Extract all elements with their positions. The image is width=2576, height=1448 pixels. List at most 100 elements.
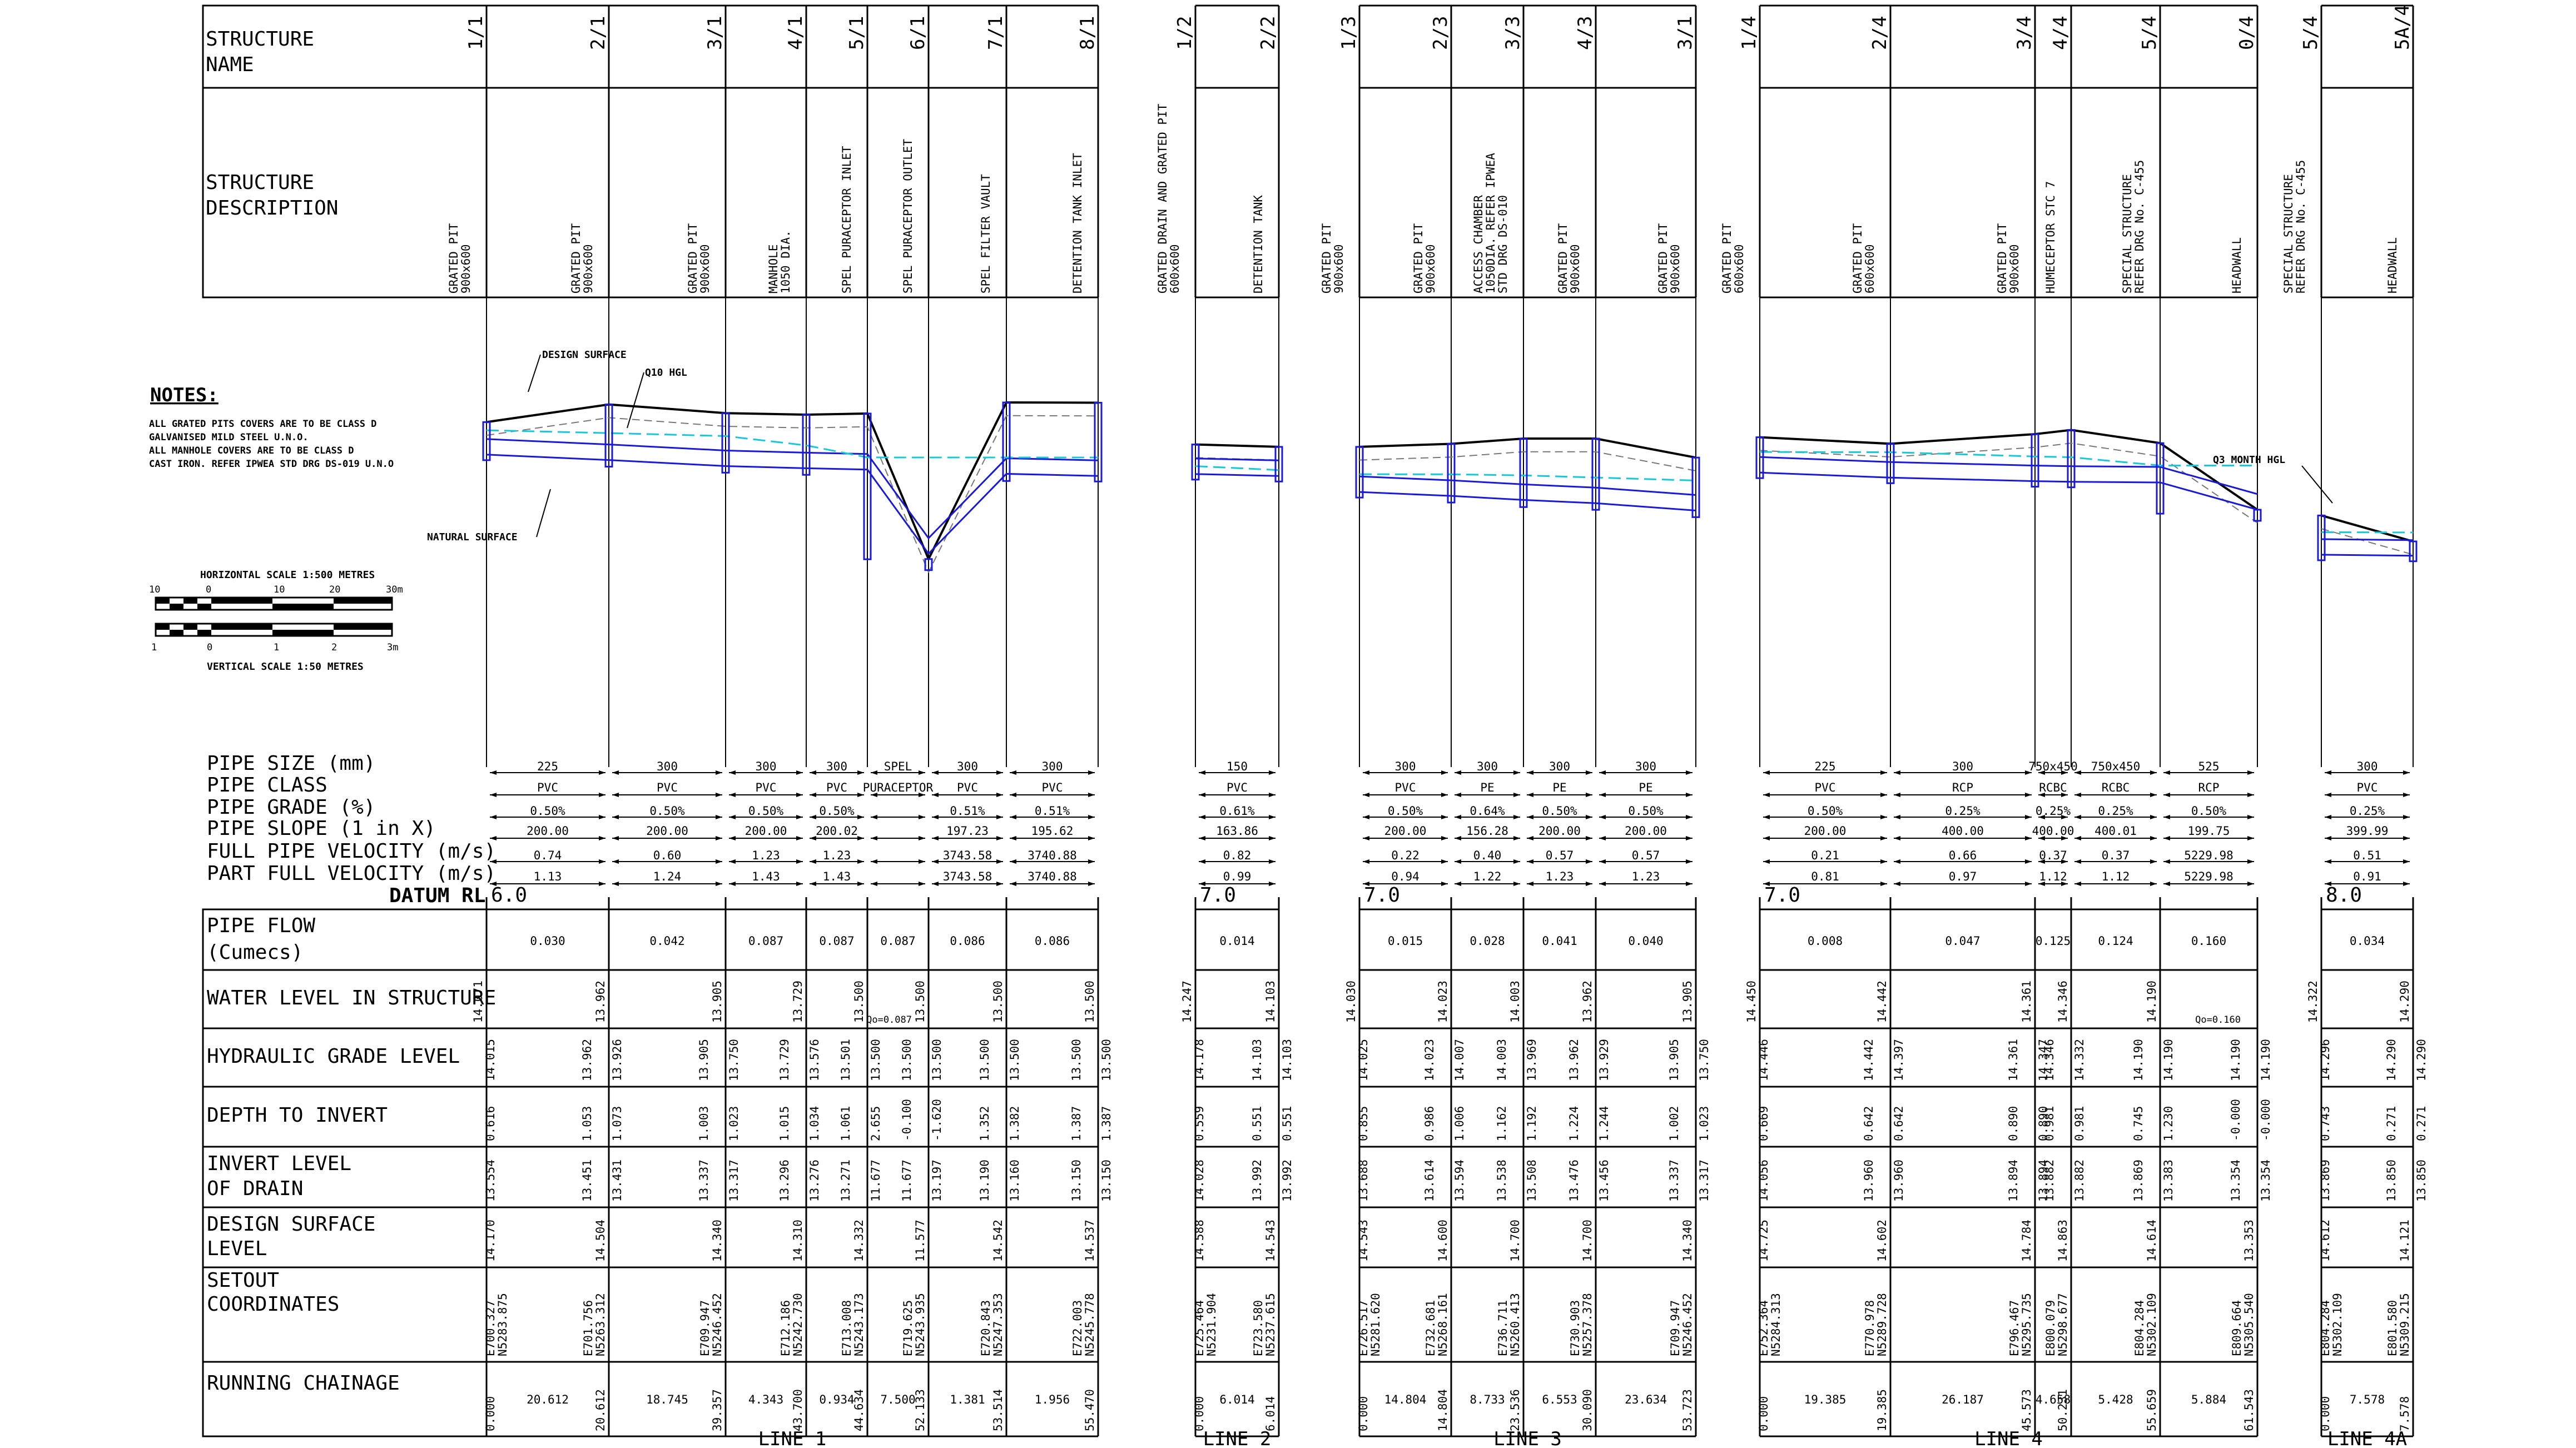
depth-value: 0.642 — [1862, 1106, 1875, 1141]
structure-description: DETENTION TANK INLET — [1071, 153, 1084, 293]
part-velocity-value: 1.24 — [653, 870, 682, 883]
pipe-length-value: 5.428 — [2098, 1393, 2133, 1406]
pipe-flow-value: 0.086 — [1035, 934, 1070, 948]
structure-description: 900x600 — [1424, 244, 1437, 293]
hgl-value: 14.347 — [2037, 1039, 2050, 1081]
design-surface-value: 14.340 — [711, 1220, 724, 1262]
invert-value: 13.850 — [2415, 1160, 2428, 1202]
structure-body — [1355, 446, 1364, 499]
setout-value: E736.711 — [1496, 1300, 1510, 1356]
design-surface-line — [1759, 429, 2259, 511]
invert-value: 13.688 — [1357, 1160, 1370, 1202]
invert-value: 13.508 — [1525, 1160, 1538, 1202]
invert-value: 13.317 — [727, 1160, 741, 1202]
pipe-slope-value: 199.75 — [2188, 824, 2230, 838]
setout-value: E732.681 — [1424, 1300, 1437, 1356]
part-velocity-value: 1.12 — [2102, 870, 2130, 883]
pipe-flow-value: 0.042 — [649, 934, 684, 948]
pipe-class-value: RCP — [2198, 781, 2220, 794]
pipe-length-value: 14.804 — [1384, 1393, 1427, 1406]
scale-tick: 1 — [151, 642, 157, 653]
pipe-size-value: 300 — [1635, 760, 1656, 773]
structure-name: 5/1 — [846, 16, 868, 50]
structure-body — [1191, 444, 1200, 481]
structure-description-label: STRUCTURE — [206, 171, 314, 194]
depth-value: 0.745 — [2132, 1106, 2145, 1141]
setout-value: E709.947 — [1669, 1300, 1682, 1356]
pipe-length-value: 8.733 — [1470, 1393, 1505, 1406]
hgl-value: 13.962 — [1567, 1039, 1581, 1081]
pipe-slope-value: 200.00 — [745, 824, 787, 838]
pipe-class-value: PVC — [826, 781, 847, 794]
depth-value: 0.559 — [1193, 1106, 1206, 1141]
setout-value: E713.008 — [840, 1300, 853, 1356]
invert-value: 13.296 — [778, 1160, 791, 1202]
pipe-flow-value: 0.047 — [1945, 934, 1980, 948]
water-level-value: 14.361 — [2020, 981, 2033, 1023]
setout-value: E796.467 — [2008, 1300, 2021, 1356]
pipe-grade-label: PIPE GRADE (%) — [207, 796, 375, 819]
hgl-value: 13.729 — [778, 1039, 791, 1081]
hgl-value: 14.290 — [2385, 1039, 2398, 1081]
structure-name: 4/4 — [2049, 16, 2072, 50]
scale-tick: 0 — [207, 642, 212, 653]
structure-description: GRATED PIT — [569, 223, 583, 293]
invert-value: 13.276 — [808, 1160, 821, 1202]
structure-body — [802, 414, 811, 476]
structure-name: 2/2 — [1257, 16, 1279, 50]
pipe-length-value: 6.014 — [1219, 1393, 1254, 1406]
chainage-value: 20.612 — [594, 1389, 607, 1431]
pipe-class-value: PVC — [537, 781, 558, 794]
structure-name: 1/4 — [1738, 16, 1760, 50]
pipe-grade-value: 0.51% — [950, 804, 985, 818]
horizontal-scale-label: HORIZONTAL SCALE 1:500 METRES — [200, 569, 375, 581]
structure-body — [1886, 442, 1895, 484]
structure-description: SPECIAL STRUCTURE — [2282, 174, 2295, 293]
hgl-value: 14.023 — [1423, 1039, 1436, 1081]
pipe-flow-value: 0.087 — [819, 934, 854, 948]
depth-value: 1.003 — [697, 1106, 711, 1141]
chainage-value: 7.578 — [2398, 1396, 2411, 1431]
invert-value: 13.150 — [1100, 1160, 1113, 1202]
hgl-value: 13.500 — [1100, 1039, 1113, 1081]
structure-description: GRATED PIT — [1851, 223, 1864, 293]
full-velocity-label: FULL PIPE VELOCITY (m/s) — [207, 840, 496, 863]
pipe-slope-value: 200.02 — [816, 824, 858, 838]
setout-value: N5237.615 — [1264, 1293, 1277, 1356]
hgl-line — [1759, 451, 2257, 466]
scale-bars: HORIZONTAL SCALE 1:500 METRES 10 0 10 20… — [149, 569, 403, 673]
setout-value: E770.978 — [1863, 1300, 1877, 1356]
pipe-length-value: 6.553 — [1542, 1393, 1577, 1406]
design-surface-value: 11.577 — [914, 1220, 927, 1262]
line-title: LINE 3 — [1493, 1428, 1562, 1448]
pipe-grade-value: 0.61% — [1219, 804, 1255, 818]
scale-tick: 0 — [206, 584, 211, 595]
hgl-value: 14.103 — [1280, 1039, 1294, 1081]
invert-value: 13.960 — [1862, 1160, 1875, 1202]
depth-value: -1.620 — [930, 1099, 944, 1141]
chainage-value: 6.014 — [1264, 1396, 1277, 1431]
depth-value: 1.230 — [2162, 1106, 2175, 1141]
pipe-size-value: 300 — [657, 760, 678, 773]
chainage-value: 61.543 — [2242, 1389, 2256, 1431]
pipe-flow-value: 0.160 — [2191, 934, 2226, 948]
hgl-value: 13.501 — [839, 1039, 852, 1081]
pipe-class-value: PVC — [1227, 781, 1248, 794]
invert-value: 13.882 — [2073, 1160, 2086, 1202]
scale-tick: 1 — [274, 642, 279, 653]
pipe-class-value: PVC — [957, 781, 978, 794]
pipe-slope-value: 163.86 — [1216, 824, 1258, 838]
water-level-value: 14.247 — [1180, 981, 1194, 1023]
setout-value: E712.186 — [779, 1300, 792, 1356]
pipe-slope-value: 156.28 — [1466, 824, 1508, 838]
water-level-value: 13.500 — [852, 981, 866, 1023]
structure-description: GRATED PIT — [686, 223, 699, 293]
pipe-flow-label: (Cumecs) — [207, 941, 303, 964]
pipe-class-value: PVC — [756, 781, 777, 794]
structure-description: GRATED PIT — [1656, 223, 1670, 293]
setout-value: E720.843 — [979, 1300, 992, 1356]
structure-description: GRATED DRAIN AND GRATED PIT — [1156, 103, 1169, 293]
hgl-value: 14.015 — [484, 1039, 497, 1081]
